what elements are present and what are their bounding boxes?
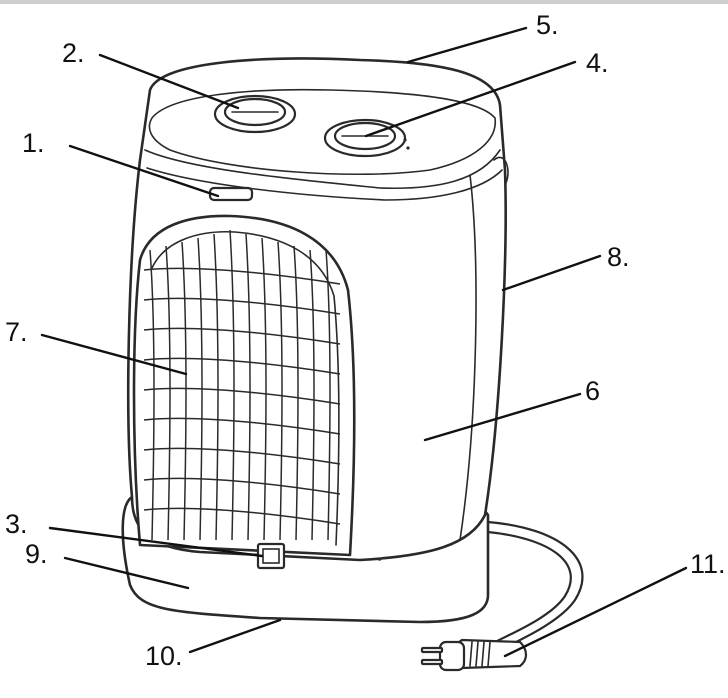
grille-vertical-bar bbox=[149, 249, 155, 541]
callout-5: 5. bbox=[536, 10, 559, 40]
grille-vertical-bar bbox=[293, 245, 299, 541]
callout-11: 11. bbox=[690, 549, 726, 579]
callout-6: 6 bbox=[585, 376, 600, 406]
grille-horizontal-bar bbox=[143, 297, 341, 315]
grille-horizontal-bar bbox=[143, 387, 341, 405]
leader-5 bbox=[406, 26, 528, 64]
leader-10 bbox=[188, 618, 282, 654]
grille-horizontal-bar bbox=[143, 267, 341, 285]
grille-vertical-bar bbox=[325, 249, 331, 541]
leader-11 bbox=[503, 566, 688, 658]
grille-vertical-bar bbox=[309, 249, 315, 541]
grille-horizontal-bar bbox=[143, 417, 341, 435]
grille-bars bbox=[143, 229, 341, 541]
callout-4: 4. bbox=[586, 48, 609, 78]
callout-7: 7. bbox=[5, 317, 28, 347]
leader-8 bbox=[501, 254, 602, 292]
power-plug bbox=[420, 638, 528, 672]
callout-9: 9. bbox=[25, 539, 48, 569]
grille-horizontal-bar bbox=[143, 327, 341, 345]
grille-vertical-bar bbox=[277, 241, 283, 541]
leader-3 bbox=[48, 526, 264, 558]
callout-10: 10. bbox=[145, 641, 183, 671]
power-switch bbox=[256, 542, 286, 570]
callout-3: 3. bbox=[5, 509, 28, 539]
leader-4 bbox=[364, 60, 577, 138]
callout-8: 8. bbox=[607, 242, 630, 272]
grille-vertical-bar bbox=[165, 245, 171, 541]
leader-1 bbox=[68, 144, 220, 198]
power-cord bbox=[487, 520, 584, 651]
leader-7 bbox=[40, 333, 188, 376]
grille-vertical-bar bbox=[181, 241, 187, 541]
callout-2: 2. bbox=[62, 38, 85, 68]
grille-horizontal-bar bbox=[143, 447, 341, 465]
callout-labels: 1. 2. 3. 4. 5. 6 7. 8. 9. 10. 11. bbox=[5, 10, 726, 671]
callout-1: 1. bbox=[22, 128, 45, 158]
top-border bbox=[0, 0, 728, 4]
leader-2 bbox=[98, 53, 240, 110]
grille-horizontal-bar bbox=[143, 477, 341, 495]
grille-vertical-bar bbox=[197, 237, 203, 541]
mode-knob bbox=[213, 94, 297, 134]
leader-6 bbox=[423, 392, 582, 442]
grille-horizontal-bar bbox=[143, 357, 341, 375]
grille-horizontal-bar bbox=[143, 507, 341, 525]
leader-9 bbox=[63, 556, 190, 590]
grille-vertical-bar bbox=[261, 237, 267, 541]
leader-lines bbox=[40, 26, 688, 658]
power-indicator bbox=[208, 186, 254, 202]
